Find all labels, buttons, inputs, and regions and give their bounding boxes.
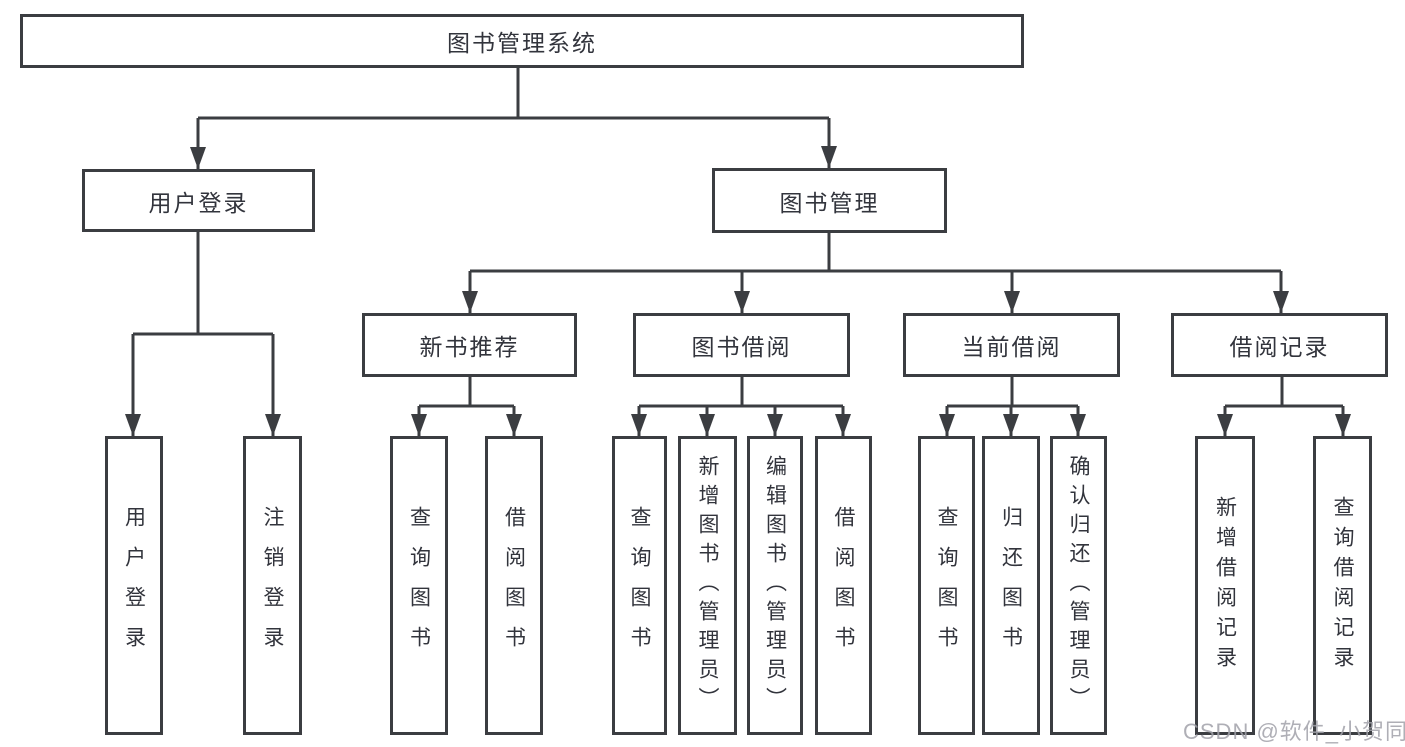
node-label: 新增图书（管理员） (696, 455, 720, 716)
node-logout: 注销登录 (243, 436, 302, 735)
node-borrow-books-recommend: 借阅图书 (485, 436, 543, 735)
bus-borrow-record (1225, 377, 1343, 408)
node-label: 新增借阅记录 (1213, 495, 1237, 676)
node-label: 借阅记录 (1229, 334, 1330, 360)
node-label: 用户登录 (148, 189, 249, 216)
bus-new-book (419, 377, 514, 408)
bus-current-borrow (947, 377, 1078, 408)
node-return-books: 归还图书 (982, 436, 1040, 735)
node-confirm-return-admin: 确认归还（管理员） (1050, 436, 1107, 735)
node-label: 图书管理系统 (447, 30, 597, 56)
node-add-book-admin: 新增图书（管理员） (678, 436, 737, 735)
bus-book-borrow (639, 377, 843, 408)
node-label: 新书推荐 (419, 334, 520, 360)
node-label: 查询图书 (628, 505, 652, 666)
node-user-login: 用户登录 (105, 436, 163, 735)
node-query-books-current: 查询图书 (918, 436, 975, 735)
node-query-borrow-record: 查询借阅记录 (1313, 436, 1372, 735)
node-borrow-books: 借阅图书 (815, 436, 872, 735)
node-label: 图书借阅 (691, 334, 792, 360)
node-label: 归还图书 (999, 505, 1023, 666)
bus-book-management (470, 233, 1281, 273)
connector-lines (125, 68, 1351, 436)
node-label: 借阅图书 (502, 505, 526, 666)
node-edit-book-admin: 编辑图书（管理员） (747, 436, 803, 735)
node-query-books-borrowing: 查询图书 (612, 436, 667, 735)
watermark-text: CSDN @软件_小贺同学 (1183, 719, 1405, 744)
node-label: 确认归还（管理员） (1067, 455, 1091, 716)
node-book-borrowing: 图书借阅 (633, 313, 850, 377)
node-borrow-records: 借阅记录 (1171, 313, 1388, 377)
node-label: 查询图书 (407, 505, 431, 666)
node-current-borrowing: 当前借阅 (903, 313, 1120, 377)
node-label: 查询图书 (935, 505, 959, 666)
node-root: 图书管理系统 (20, 14, 1024, 68)
node-label: 用户登录 (122, 505, 146, 666)
node-label: 编辑图书（管理员） (763, 455, 787, 716)
node-add-borrow-record: 新增借阅记录 (1195, 436, 1255, 735)
bus-user-login (133, 232, 273, 336)
node-user-login-group: 用户登录 (82, 169, 315, 232)
node-label: 当前借阅 (961, 334, 1062, 360)
bus-root (198, 68, 829, 120)
node-label: 查询借阅记录 (1331, 495, 1355, 676)
node-label: 注销登录 (261, 505, 285, 666)
node-book-management: 图书管理 (712, 168, 947, 233)
node-query-books-recommend: 查询图书 (390, 436, 448, 735)
node-label: 借阅图书 (832, 505, 856, 666)
node-label: 图书管理 (779, 189, 880, 216)
node-new-book-recommend: 新书推荐 (362, 313, 577, 377)
